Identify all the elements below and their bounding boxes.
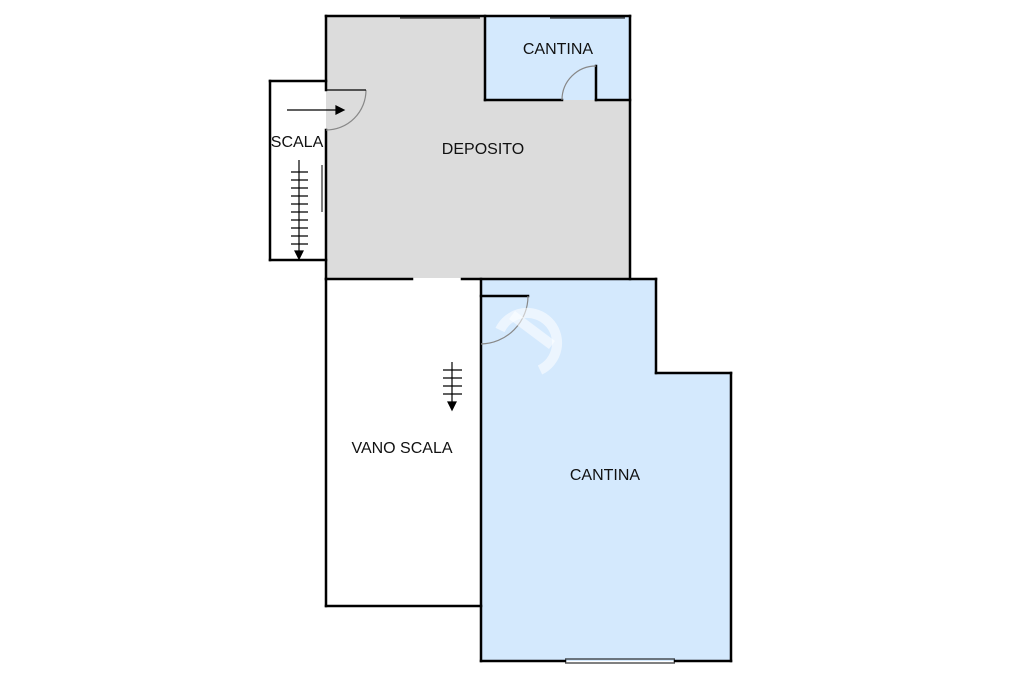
- room-vano-scala: [326, 279, 481, 606]
- room-cantina-large: [481, 279, 731, 661]
- door-swing-icon: [325, 65, 597, 345]
- watermark-logo-icon: [495, 307, 563, 375]
- room-cantina-small: [485, 16, 630, 100]
- room-scala: [270, 81, 326, 260]
- stair-arrow-icon: [443, 362, 462, 412]
- label-scala: SCALA: [271, 134, 324, 151]
- label-deposito: DEPOSITO: [442, 141, 524, 158]
- label-cantina-large: CANTINA: [570, 467, 641, 484]
- walls: [268, 14, 733, 663]
- label-cantina-small: CANTINA: [523, 41, 594, 58]
- windows: [400, 17, 675, 664]
- label-vano-scala: VANO SCALA: [351, 440, 452, 457]
- stair-arrow-icon: [287, 105, 346, 261]
